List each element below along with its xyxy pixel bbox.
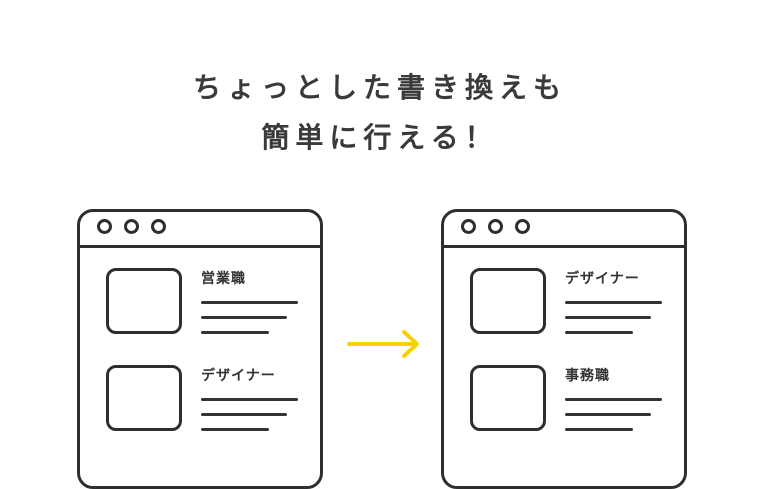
window-dot-icon [488, 219, 503, 234]
profile-card: 営業職 [80, 268, 320, 348]
text-line-placeholder [201, 398, 298, 401]
window-titlebar [80, 212, 320, 248]
image-placeholder [106, 268, 182, 334]
image-placeholder [470, 268, 546, 334]
headline-line-1: ちょっとした書き換えも [192, 71, 567, 104]
profile-card: 事務職 [444, 365, 684, 445]
profile-card: デザイナー [80, 365, 320, 445]
card-label: デザイナー [565, 271, 640, 287]
window-dot-icon [515, 219, 530, 234]
text-line-placeholder [201, 316, 287, 319]
card-label: 営業職 [201, 271, 246, 287]
text-line-placeholder [565, 428, 633, 431]
text-line-placeholder [565, 398, 662, 401]
arrow-right-icon [347, 330, 419, 358]
after-browser-window: デザイナー 事務職 [441, 209, 687, 489]
image-placeholder [470, 365, 546, 431]
card-label: デザイナー [201, 368, 276, 384]
window-dot-icon [97, 219, 112, 234]
text-line-placeholder [565, 301, 662, 304]
text-line-placeholder [201, 413, 287, 416]
profile-card: デザイナー [444, 268, 684, 348]
text-line-placeholder [565, 316, 651, 319]
before-browser-window: 営業職 デザイナー [77, 209, 323, 489]
text-line-placeholder [565, 331, 633, 334]
window-dot-icon [151, 219, 166, 234]
headline-line-2: 簡単に行える！ [261, 121, 499, 154]
window-titlebar [444, 212, 684, 248]
window-dot-icon [461, 219, 476, 234]
text-line-placeholder [565, 413, 651, 416]
card-label: 事務職 [565, 368, 610, 384]
image-placeholder [106, 365, 182, 431]
text-line-placeholder [201, 428, 269, 431]
window-dot-icon [124, 219, 139, 234]
text-line-placeholder [201, 301, 298, 304]
text-line-placeholder [201, 331, 269, 334]
